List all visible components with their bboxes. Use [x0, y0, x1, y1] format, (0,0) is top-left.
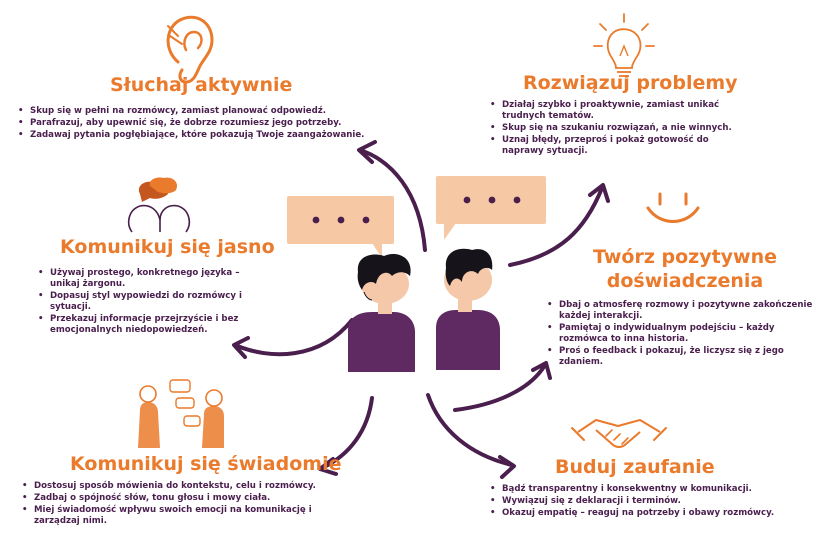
bullet-item: Miej świadomość wpływu swoich emocji na … — [20, 505, 350, 527]
arrow-to-listen — [357, 140, 427, 252]
bullet-list-listen: Skup się w pełni na rozmówcy, zamiast pl… — [16, 106, 376, 142]
arrow-to-aware — [318, 396, 374, 476]
bullet-list-positive: Dbaj o atmosferę rozmowy i pozytywne zak… — [545, 300, 819, 369]
bullet-item: Pamiętaj o indywidualnym podejściu – każ… — [545, 323, 819, 345]
bullet-item: Uznaj błędy, przeproś i pokaż gotowość d… — [488, 135, 738, 157]
arrow-to-positive — [453, 361, 552, 412]
bullet-item: Dostosuj sposób mówienia do kontekstu, c… — [20, 481, 350, 492]
section-title-positive-line1: Twórz pozytywne — [592, 246, 778, 268]
smile-icon — [646, 192, 700, 223]
bullet-list-trust: Bądź transparentny i konsekwentny w komu… — [488, 484, 778, 520]
bullet-item: Przekazuj informacje przejrzyście i bez … — [36, 314, 258, 336]
bullet-item: Zadawaj pytania pogłębiające, które poka… — [16, 130, 376, 141]
bullet-list-aware: Dostosuj sposób mówienia do kontekstu, c… — [20, 481, 350, 528]
section-title-clear: Komunikuj się jasno — [60, 236, 275, 258]
speech-bubble-left — [287, 196, 394, 258]
bullet-list-solve: Działaj szybko i proaktywnie, zamiast un… — [488, 100, 738, 158]
people-talking-icon — [138, 379, 224, 448]
section-title-listen: Słuchaj aktywnie — [110, 74, 293, 96]
bullet-item: Działaj szybko i proaktywnie, zamiast un… — [488, 100, 738, 122]
lightbulb-icon — [593, 13, 655, 77]
speech-bubble-right — [436, 176, 546, 240]
ear-icon — [166, 15, 214, 84]
bullet-item: Wywiązuj się z deklaracji i terminów. — [488, 496, 778, 507]
bullet-item: Zadbaj o spójność słów, tonu głosu i mow… — [20, 493, 350, 504]
arrow-to-clear — [232, 318, 354, 359]
bullet-item: Używaj prostego, konkretnego języka – un… — [36, 268, 258, 290]
bullet-item: Parafrazuj, aby upewnić się, że dobrze r… — [16, 118, 376, 129]
arrow-to-solve — [508, 183, 610, 267]
bullet-item: Bądź transparentny i konsekwentny w komu… — [488, 484, 778, 495]
section-title-positive-line2: doświadczenia — [606, 270, 764, 292]
handshake-icon — [571, 419, 667, 448]
arrow-to-trust — [426, 393, 516, 479]
person-right-icon — [436, 248, 500, 370]
section-title-aware: Komunikuj się świadomie — [70, 453, 342, 475]
bullet-item: Skup się na szukaniu rozwiązań, a nie wi… — [488, 123, 738, 134]
section-title-solve: Rozwiązuj problemy — [523, 72, 738, 94]
section-title-trust: Buduj zaufanie — [555, 456, 715, 478]
bullet-item: Dbaj o atmosferę rozmowy i pozytywne zak… — [545, 300, 819, 322]
bullet-item: Dopasuj styl wypowiedzi do rozmówcy i sy… — [36, 291, 258, 313]
talking-heads-icon — [127, 177, 191, 233]
bullet-item: Okazuj empatię – reaguj na potrzeby i ob… — [488, 508, 778, 519]
bullet-list-clear: Używaj prostego, konkretnego języka – un… — [36, 268, 258, 337]
bullet-item: Skup się w pełni na rozmówcy, zamiast pl… — [16, 106, 376, 117]
person-left-icon — [348, 254, 415, 372]
bullet-item: Proś o feedback i pokazuj, że liczysz si… — [545, 346, 819, 368]
